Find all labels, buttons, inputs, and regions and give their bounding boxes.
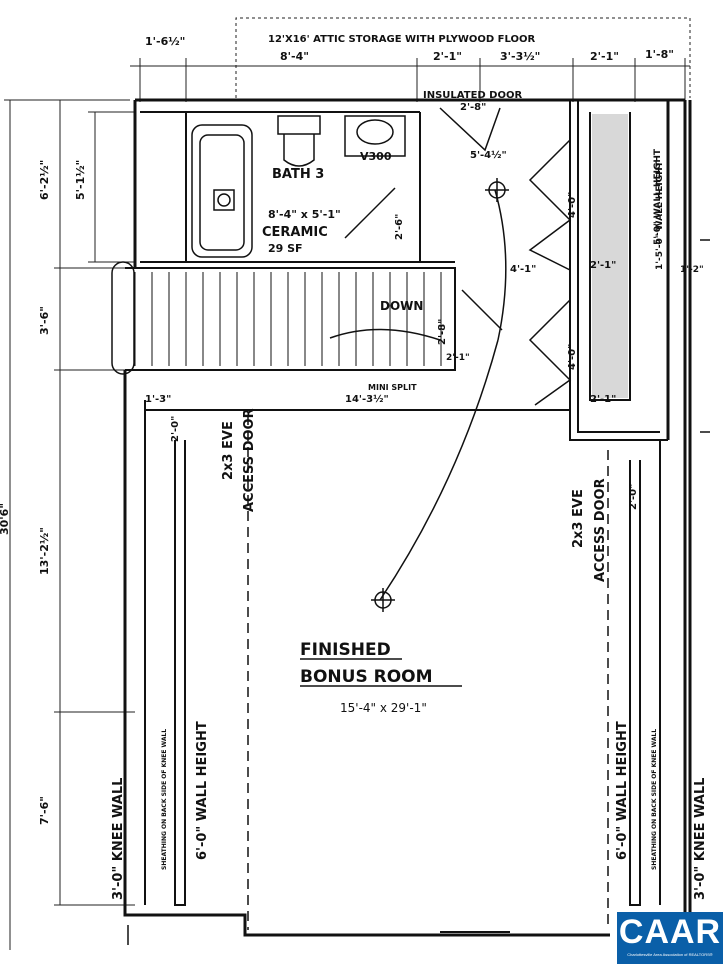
room-name-line1: FINISHED (300, 640, 391, 660)
dim-text: 2'-1" (446, 353, 470, 363)
ceiling-light-icon (371, 178, 509, 612)
dim-text: 2'-6" (394, 214, 405, 240)
bath-name: BATH 3 (272, 167, 324, 182)
dim-text: 2'-1" (433, 50, 462, 63)
stair-treads (134, 272, 442, 366)
wall-labels: 3'-0" KNEE WALL SHEATHING ON BACK SIDE O… (111, 148, 708, 900)
dim-text: 13'-2½" (38, 527, 51, 575)
left-dims: 6'-2½" 5'-1½" 3'-6" 13'-2½" 7'-6" 30'6" (0, 160, 87, 825)
sheathing-left: SHEATHING ON BACK SIDE OF KNEE WALL (161, 729, 168, 870)
stairs-down-label: DOWN (380, 299, 423, 313)
dim-text: 3'-6" (38, 306, 51, 335)
eve-door-right-line1: 2x3 EVE (571, 489, 586, 548)
dim-text: 5'-4½" (470, 150, 507, 161)
attic-outline (235, 17, 691, 98)
wall-height-left: 6'-0" WALL HEIGHT (195, 721, 210, 860)
eve-door-right-line2: ACCESS DOOR (593, 478, 608, 582)
top-dimension-line (130, 58, 690, 102)
caar-logo-tagline: Charlottesville Area Association of REAL… (627, 952, 713, 957)
wall-height-top-right: 5'-0" WALL HEIGHT (653, 148, 663, 245)
dim-text: 6'-2½" (38, 160, 51, 200)
bath-labels: BATH 3 8'-4" x 5'-1" CERAMIC 29 SF V300 (262, 150, 392, 255)
dim-text: 8'-4" (280, 50, 309, 63)
dim-text: 7'-6" (38, 796, 51, 825)
eve-door-labels: 2x3 EVE ACCESS DOOR 2x3 EVE ACCESS DOOR (221, 408, 608, 582)
insulation-strip (592, 114, 628, 398)
dim-text: 2'-1" (590, 50, 619, 63)
eve-door-left-line2: ACCESS DOOR (242, 408, 257, 512)
vanity-label: V300 (360, 150, 392, 163)
dim-text: 4'-0" (567, 192, 578, 218)
door-swings (344, 107, 572, 601)
interior-walls (125, 100, 668, 933)
wall-height-right: 6'-0" WALL HEIGHT (615, 721, 630, 860)
eve-door-left-line1: 2x3 EVE (221, 421, 236, 480)
exterior-walls (123, 98, 692, 937)
room-label: FINISHED BONUS ROOM 15'-4" x 29'-1" (300, 640, 462, 715)
toilet (277, 115, 321, 167)
dim-text: 1'-5'-0" WALL HEIGHT (655, 160, 665, 270)
knee-wall-left: 3'-0" KNEE WALL (111, 778, 126, 900)
bath-area: 29 SF (268, 242, 303, 255)
caar-logo: CAAR Charlottesville Area Association of… (617, 912, 723, 964)
dim-text: 2'-0" (628, 484, 639, 510)
stair-direction-arrow (329, 328, 441, 341)
mini-split-label: MINI SPLIT (368, 383, 417, 392)
attic-title: 12'X16' ATTIC STORAGE WITH PLYWOOD FLOOR (268, 34, 535, 45)
right-ticks (127, 239, 710, 945)
dim-text: 1'-2" (680, 265, 704, 275)
dim-text: 2'-1" (590, 260, 616, 271)
bath-floor: CERAMIC (262, 225, 328, 240)
caar-logo-text: CAAR (618, 913, 722, 951)
dim-text: 4'-0" (567, 344, 578, 370)
dim-text: 1'-3" (145, 394, 171, 405)
dim-text: 30'6" (0, 503, 11, 535)
interior-dims: 2'-8" 5'-4½" 2'-6" 4'-0" 4'-1" 2'-1" 1'-… (145, 102, 704, 510)
top-dims: 1'-6½" 8'-4" 2'-1" 3'-3½" 2'-1" 1'-8" (145, 35, 674, 63)
dim-text: 2'-0" (170, 416, 181, 442)
dim-text: 5'-1½" (74, 160, 87, 200)
insulated-door-label: INSULATED DOOR (423, 90, 522, 101)
dim-text: 1'-6½" (145, 35, 185, 48)
bathtub (191, 124, 253, 258)
bath-size: 8'-4" x 5'-1" (268, 208, 341, 221)
left-dimension-lines (4, 99, 135, 950)
dim-text: 2'-1" (590, 394, 616, 405)
sheathing-right: SHEATHING ON BACK SIDE OF KNEE WALL (651, 729, 658, 870)
room-name-line2: BONUS ROOM (300, 667, 433, 687)
dim-text: 2'-8" (460, 102, 486, 113)
dim-text: 14'-3½" (345, 394, 389, 405)
dim-text: 1'-8" (645, 48, 674, 61)
room-size: 15'-4" x 29'-1" (340, 701, 427, 715)
dim-text: 2'-8" (437, 319, 448, 345)
dim-text: 3'-3½" (500, 50, 540, 63)
dim-text: 4'-1" (510, 264, 536, 275)
eve-door-lines (247, 415, 609, 930)
sink (344, 115, 406, 157)
stair-handrail (111, 261, 135, 375)
knee-wall-right: 3'-0" KNEE WALL (693, 778, 708, 900)
